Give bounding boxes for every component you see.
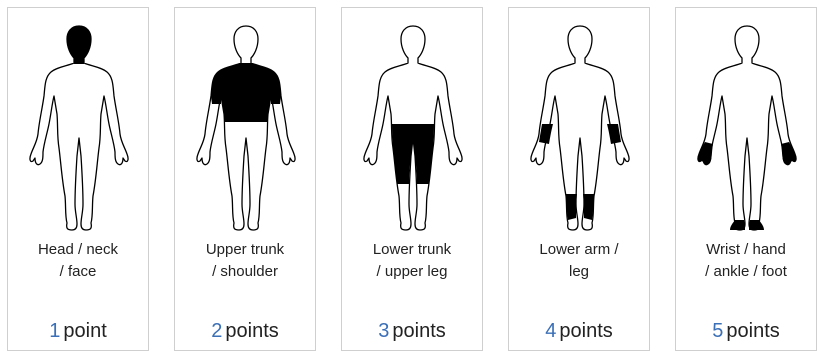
points-number: 1 [49,320,60,342]
points-unit: points [225,320,278,342]
highlight-left-shin [566,194,577,220]
highlight-right-hand [781,142,796,165]
body-figure-icon [685,24,809,234]
region-label: Wrist / hand / ankle / foot [676,239,816,283]
body-figure-icon [518,24,642,234]
body-figure-icon [17,24,141,234]
highlight-upper-trunk-region [211,63,281,122]
highlight-lower-trunk-region [392,124,434,184]
region-label-line2: leg [509,261,649,283]
highlight-right-shin [583,194,594,220]
highlight-left-foot [730,220,745,230]
region-label-line1: Lower trunk [342,239,482,261]
highlight-left-hand [698,142,713,165]
region-label: Head / neck / face [8,239,148,283]
region-label-line2: / ankle / foot [676,261,816,283]
points-number: 3 [378,320,389,342]
region-label: Lower trunk / upper leg [342,239,482,283]
body-figure-icon [351,24,475,234]
highlight-head-region [67,26,91,64]
region-label-line2: / face [8,261,148,283]
points-unit: points [726,320,779,342]
points-unit: point [63,320,106,342]
region-label-line1: Lower arm / [509,239,649,261]
region-label-line1: Head / neck [8,239,148,261]
points-number: 2 [211,320,222,342]
region-label-line2: / shoulder [175,261,315,283]
body-figure-icon [184,24,308,234]
points-unit: points [392,320,445,342]
region-label-line1: Upper trunk [175,239,315,261]
highlight-right-foot [749,220,764,230]
points-number: 5 [712,320,723,342]
region-label-line1: Wrist / hand [676,239,816,261]
region-label: Lower arm / leg [509,239,649,283]
region-label: Upper trunk / shoulder [175,239,315,283]
region-label-line2: / upper leg [342,261,482,283]
points-number: 4 [545,320,556,342]
points-unit: points [559,320,612,342]
